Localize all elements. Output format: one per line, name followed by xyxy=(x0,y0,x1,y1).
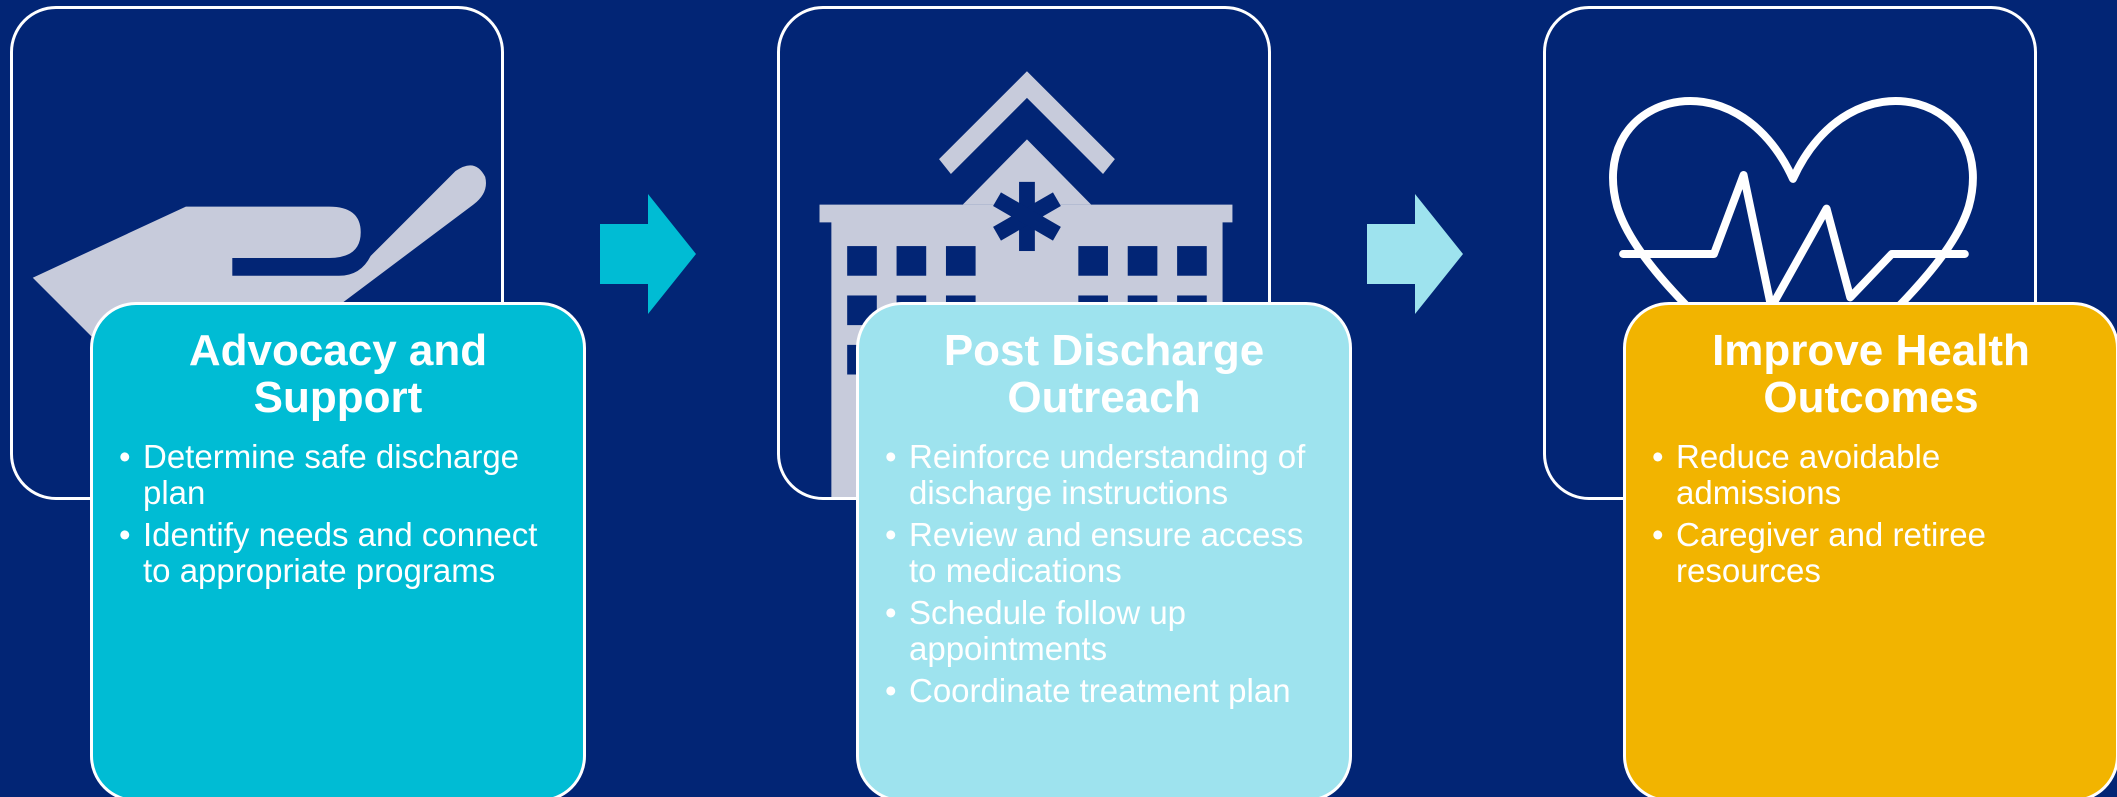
list-item: Reduce avoidable admissions xyxy=(1652,439,2096,511)
bullet-list: Reduce avoidable admissions Caregiver an… xyxy=(1652,439,2096,589)
arrow-right-icon xyxy=(600,194,696,314)
list-item: Identify needs and connect to appropriat… xyxy=(119,517,563,589)
outcomes-card: Improve Health Outcomes Reduce avoidable… xyxy=(1623,302,2117,797)
bullet-list: Reinforce understanding of discharge ins… xyxy=(885,439,1329,710)
list-item: Schedule follow up appointments xyxy=(885,595,1329,667)
card-title: Post Discharge Outreach xyxy=(943,326,1265,422)
list-item: Coordinate treatment plan xyxy=(885,673,1329,710)
list-item: Review and ensure access to medications xyxy=(885,517,1329,589)
bullet-list: Determine safe discharge plan Identify n… xyxy=(119,439,563,589)
outreach-card: Post Discharge Outreach Reinforce unders… xyxy=(856,302,1352,797)
advocacy-card: Advocacy and Support Determine safe disc… xyxy=(90,302,586,797)
card-title: Improve Health Outcomes xyxy=(1712,326,2030,422)
card-title: Advocacy and Support xyxy=(188,326,488,422)
list-item: Determine safe discharge plan xyxy=(119,439,563,511)
list-item: Caregiver and retiree resources xyxy=(1652,517,2096,589)
list-item: Reinforce understanding of discharge ins… xyxy=(885,439,1329,511)
arrow-right-icon xyxy=(1367,194,1463,314)
